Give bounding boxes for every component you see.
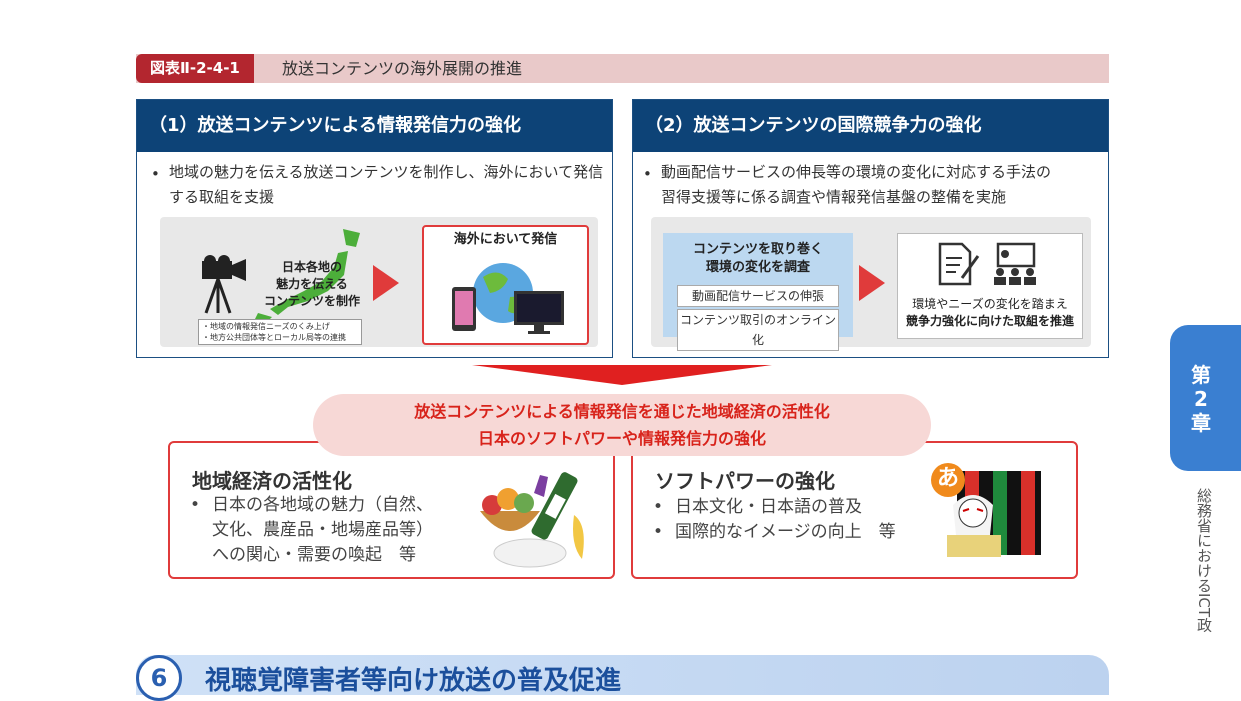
outcome-right-row-2: • 国際的なイメージの向上 等 — [653, 520, 896, 545]
figure-title: 放送コンテンツの海外展開の推進 — [282, 59, 523, 78]
down-arrow-icon — [472, 365, 772, 385]
local-products-basket-icon — [480, 472, 584, 568]
bullet-dot: • — [643, 165, 652, 183]
bullet-dot: • — [190, 495, 201, 515]
chapter-tab-line2: 2 — [1194, 387, 1208, 411]
action-text-line2: 競争力強化に向けた取組を推進 — [905, 314, 1074, 328]
left-bullet-line2: する取組を支援 — [169, 188, 275, 206]
figure-header-bar — [136, 54, 1109, 83]
section-heading-title: 視聴覚障害者等向け放送の普及促進 — [205, 666, 622, 696]
right-arrow-icon — [373, 265, 399, 301]
map-caption-line1: 日本各地の — [281, 260, 342, 274]
pill-online-trading: コンテンツ取引のオンライン化 — [677, 309, 839, 351]
left-panel-bullet: 地域の魅力を伝える放送コンテンツを制作し、海外において発信 する取組を支援 — [169, 160, 609, 210]
survey-card: コンテンツを取り巻く 環境の変化を調査 動画配信サービスの伸張 コンテンツ取引の… — [663, 233, 853, 351]
action-text-line1: 環境やニーズの変化を踏まえ — [912, 297, 1068, 311]
kabuki-icon — [947, 471, 1041, 557]
right-panel-bullet: 動画配信サービスの伸長等の環境の変化に対応する手法の 習得支援等に係る調査や情報… — [661, 160, 1106, 210]
left-panel-heading: （1）放送コンテンツによる情報発信力の強化 — [137, 100, 612, 152]
bullet-dot: • — [653, 522, 664, 542]
survey-title-line1: コンテンツを取り巻く — [692, 242, 823, 257]
chapter-tab[interactable]: 第 2 章 — [1170, 325, 1241, 471]
globe-devices-icon — [452, 263, 564, 334]
notes-box: ・地域の情報発信ニーズのくみ上げ ・地方公共団体等とローカル局等の連携 — [198, 319, 362, 345]
banner-line2: 日本のソフトパワーや情報発信力の強化 — [477, 429, 766, 448]
right-arrow-icon — [859, 265, 885, 301]
outcome-right-item2: 国際的なイメージの向上 等 — [675, 522, 896, 542]
hiragana-badge-icon: あ — [931, 463, 965, 497]
right-bullet-line2: 習得支援等に係る調査や情報発信基盤の整備を実施 — [661, 188, 1007, 206]
figure-label: 図表Ⅱ-2-4-1 — [136, 54, 254, 83]
outcome-left-title: 地域経済の活性化 — [192, 469, 352, 493]
section-number-badge: 6 — [136, 655, 182, 701]
chapter-tab-label: 第 2 章 — [1190, 363, 1212, 435]
chapter-tab-line3: 章 — [1191, 411, 1211, 435]
presentation-audience-icon — [994, 242, 1036, 285]
outcome-left-line3: への関心・需要の喚起 等 — [212, 545, 416, 565]
note-1: ・地域の情報発信ニーズのくみ上げ — [202, 322, 330, 331]
outcome-right-row-1: • 日本文化・日本語の普及 — [653, 495, 896, 520]
left-bullet-line1: 地域の魅力を伝える放送コンテンツを制作し、海外において発信 — [169, 163, 604, 181]
side-running-title: 総務省におけるICT政 — [1195, 488, 1213, 633]
summary-banner: 放送コンテンツによる情報発信を通じた地域経済の活性化 日本のソフトパワーや情報発… — [313, 394, 931, 456]
left-illustration-box: 日本各地の 魅力を伝える コンテンツを制作 ・地域の情報発信ニーズのくみ上げ ・… — [160, 217, 598, 347]
video-camera-icon — [202, 255, 246, 314]
action-card: 環境やニーズの変化を踏まえ 競争力強化に向けた取組を推進 — [897, 233, 1083, 339]
outcome-right-body: • 日本文化・日本語の普及 • 国際的なイメージの向上 等 — [653, 495, 896, 545]
chapter-tab-line1: 第 — [1191, 363, 1211, 387]
right-illustration-box: コンテンツを取り巻く 環境の変化を調査 動画配信サービスの伸張 コンテンツ取引の… — [651, 217, 1091, 351]
map-caption: 日本各地の 魅力を伝える コンテンツを制作 — [252, 259, 372, 310]
bullet-dot: • — [653, 497, 664, 517]
note-2: ・地方公共団体等とローカル局等の連携 — [202, 333, 346, 342]
right-bullet-line1: 動画配信サービスの伸長等の環境の変化に対応する手法の — [661, 163, 1052, 181]
outcome-right-title: ソフトパワーの強化 — [655, 469, 835, 493]
left-panel: （1）放送コンテンツによる情報発信力の強化 • 地域の魅力を伝える放送コンテンツ… — [136, 99, 613, 358]
bullet-dot: • — [151, 165, 160, 183]
pill-video-service: 動画配信サービスの伸張 — [677, 285, 839, 307]
outcome-left-line2: 文化、農産品・地場産品等） — [212, 520, 433, 540]
survey-title-line2: 環境の変化を調査 — [705, 260, 810, 275]
outcome-left-line1: 日本の各地域の魅力（自然、 — [212, 495, 433, 515]
survey-title: コンテンツを取り巻く 環境の変化を調査 — [663, 233, 853, 277]
overseas-card: 海外において発信 — [422, 225, 589, 345]
overseas-card-title: 海外において発信 — [453, 232, 558, 247]
right-panel-heading: （2）放送コンテンツの国際競争力の強化 — [633, 100, 1108, 152]
map-caption-line3: コンテンツを制作 — [263, 294, 360, 308]
outcome-left-box: 地域経済の活性化 • 日本の各地域の魅力（自然、 文化、農産品・地場産品等） への… — [168, 441, 615, 579]
map-caption-line2: 魅力を伝える — [276, 277, 348, 291]
outcome-left-row-1: • 日本の各地域の魅力（自然、 — [190, 493, 433, 518]
action-text: 環境やニーズの変化を踏まえ 競争力強化に向けた取組を推進 — [898, 296, 1082, 330]
banner-line1: 放送コンテンツによる情報発信を通じた地域経済の活性化 — [414, 402, 830, 421]
outcome-right-item1: 日本文化・日本語の普及 — [675, 497, 862, 517]
outcome-right-box: ソフトパワーの強化 • 日本文化・日本語の普及 • 国際的なイメージの向上 等 あ — [631, 441, 1078, 579]
right-panel: （2）放送コンテンツの国際競争力の強化 • 動画配信サービスの伸長等の環境の変化… — [632, 99, 1109, 358]
document-pen-icon — [938, 242, 980, 286]
outcome-left-body: • 日本の各地域の魅力（自然、 文化、農産品・地場産品等） への関心・需要の喚起 … — [190, 493, 433, 568]
